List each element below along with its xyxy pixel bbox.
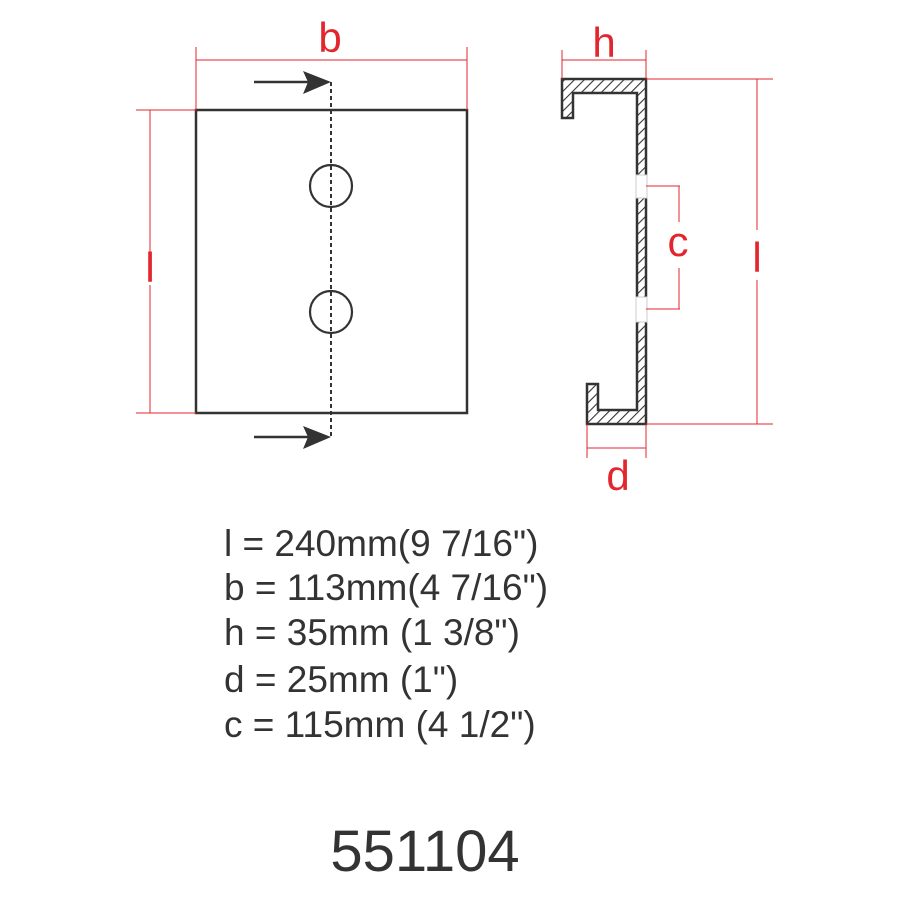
spec-depth: d = 25mm (1") <box>224 659 459 700</box>
dimension-label-b: b <box>318 14 341 61</box>
mounting-hole-bottom <box>308 289 354 335</box>
spec-hole-spacing: c = 115mm (4 1/2") <box>224 704 536 745</box>
profile-hole-gap-bottom <box>635 296 648 323</box>
dimension-label-l-left: l <box>145 244 154 291</box>
dimension-label-h: h <box>592 19 615 66</box>
spec-length: l = 240mm(9 7/16") <box>224 523 539 564</box>
spec-height: h = 35mm (1 3/8") <box>224 612 520 653</box>
profile-hole-gap-top <box>635 174 648 199</box>
mounting-hole-top <box>308 163 354 209</box>
dimension-lines-profile <box>561 50 773 458</box>
section-arrow-top <box>254 71 331 94</box>
channel-profile <box>560 77 648 426</box>
spec-width: b = 113mm(4 7/16") <box>224 567 549 608</box>
dimension-lines-front <box>136 47 468 414</box>
dimension-label-c: c <box>668 218 689 265</box>
front-view <box>194 71 469 449</box>
dimension-label-l-right: l <box>752 234 761 281</box>
section-arrow-bottom <box>254 426 331 449</box>
dimension-label-d: d <box>606 452 629 499</box>
part-number: 551104 <box>330 819 520 884</box>
